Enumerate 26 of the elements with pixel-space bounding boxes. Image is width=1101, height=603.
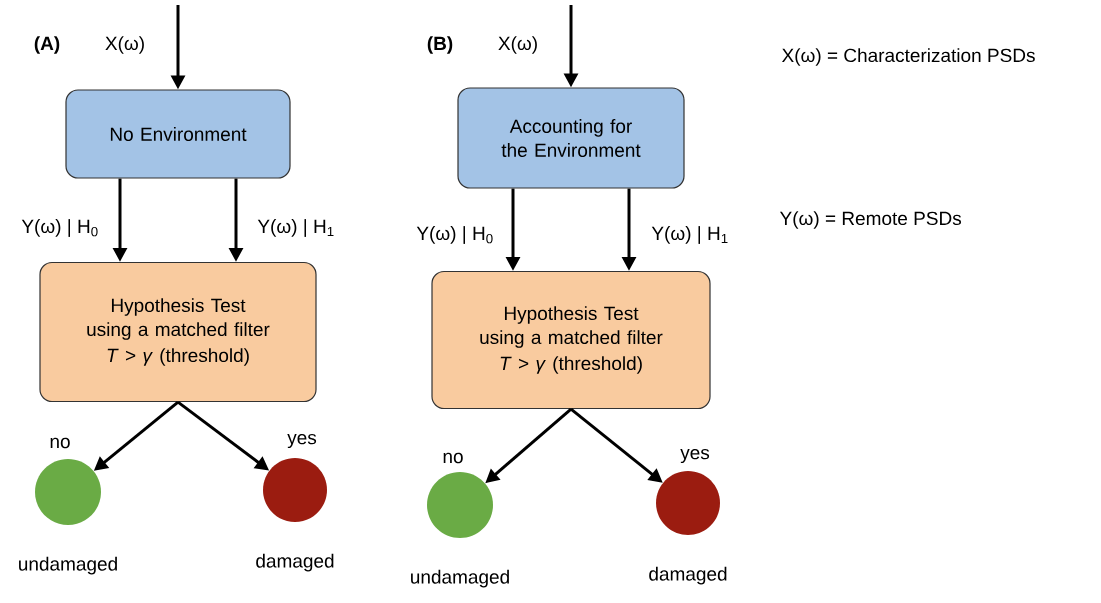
panel-label: (A): [34, 36, 60, 54]
edge-label: Y(ω) | H$_{0}$: [415, 225, 495, 245]
process-box: Accounting for the Environment: [457, 87, 685, 189]
edge-label: X(ω): [103, 35, 147, 55]
circle-caption: damaged: [256, 553, 334, 572]
status-circle: [263, 458, 327, 522]
circle-caption: undamaged: [19, 556, 117, 575]
edge-label: yes: [679, 447, 711, 465]
status-circle: [656, 471, 720, 535]
edge-label: X(ω): [496, 35, 540, 55]
legend-note: Y(ω) = Remote PSDs: [779, 211, 962, 229]
edge-label: no: [48, 436, 72, 450]
circle-caption: damaged: [649, 566, 727, 585]
edge-label: Y(ω) | H$_{0}$: [20, 218, 100, 238]
process-box: Hypothesis Test using a matched filter T > γ (threshold): [39, 261, 317, 403]
process-box: Hypothesis Test using a matched filter T > γ (threshold): [431, 270, 711, 410]
edge-label: yes: [286, 432, 318, 450]
edge-label: Y(ω) | H$_{1}$: [256, 218, 336, 238]
legend-note: X(ω) = Characterization PSDs: [781, 48, 1035, 66]
edge-label: Y(ω) | H$_{1}$: [650, 225, 730, 245]
status-circle: [427, 472, 493, 538]
panel-label: (B): [427, 36, 453, 54]
edge-label: no: [441, 451, 465, 465]
process-box: No Environment: [65, 89, 291, 179]
circle-caption: undamaged: [411, 569, 509, 588]
status-circle: [35, 459, 101, 525]
